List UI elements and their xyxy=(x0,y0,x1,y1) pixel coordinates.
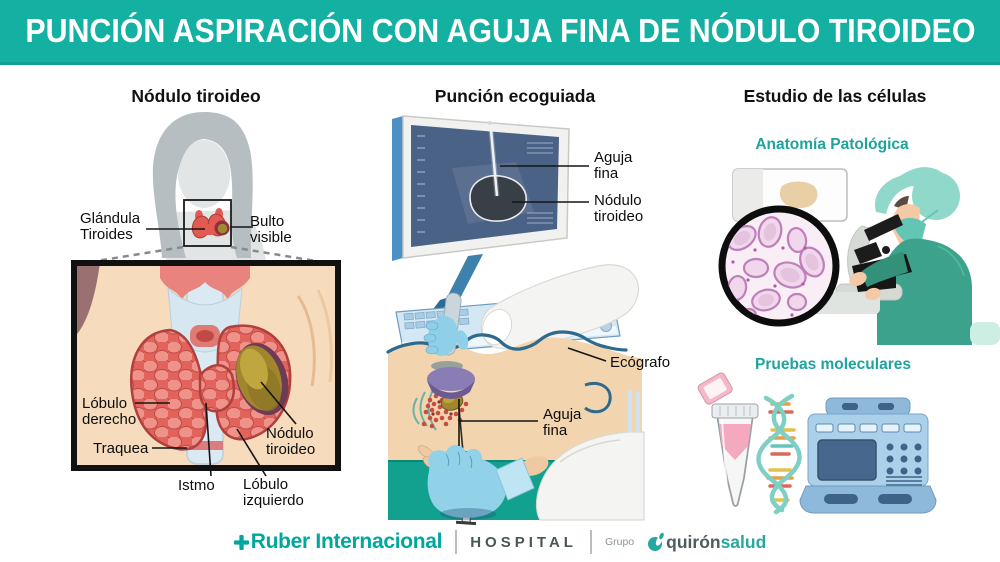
sample-tube xyxy=(711,403,759,507)
quiron-mark-icon xyxy=(648,532,664,551)
pink-sample xyxy=(719,424,751,460)
label-traquea: Traquea xyxy=(93,440,149,457)
machine-keypad xyxy=(886,443,922,475)
footer-logos: Ruber Internacional HOSPITAL Grupo quiró… xyxy=(0,524,1000,560)
screen-scale-ticks xyxy=(417,135,425,233)
left-leader-lines xyxy=(135,226,297,477)
person-hair xyxy=(152,112,253,258)
person-face xyxy=(178,140,230,208)
label-nodulo-tiroideo-box: Nódulo tiroideo xyxy=(266,425,316,458)
machine-buttons xyxy=(815,423,922,433)
ultrasound-monitor xyxy=(392,115,570,318)
histology-view xyxy=(718,205,840,327)
pcr-machine xyxy=(799,397,937,514)
needle-on-screen xyxy=(489,129,499,197)
hospital-text: HOSPITAL xyxy=(470,533,577,551)
syringe-hand xyxy=(417,407,535,526)
probe-hand xyxy=(423,292,475,399)
label-glandula-tiroides: Glándula Tiroides xyxy=(80,210,141,243)
ruber-internacional-text: Ruber Internacional xyxy=(250,530,443,553)
label-istmo: Istmo xyxy=(178,477,215,494)
microscope xyxy=(806,214,912,314)
label-lobulo-derecho: Lóbulo derecho xyxy=(82,395,137,428)
left-column-heading: Nódulo tiroideo xyxy=(131,86,261,106)
footer-divider-2 xyxy=(589,530,592,554)
quiron-text: quirón xyxy=(666,531,721,552)
label-aguja-fina-screen: Aguja fina xyxy=(594,149,633,182)
middle-leader-lines xyxy=(458,165,607,446)
eyepiece xyxy=(864,214,903,241)
title-banner: PUNCIÓN ASPIRACIÓN CON AGUJA FINA DE NÓD… xyxy=(0,0,1000,65)
label-aguja-fina-neck: Aguja fina xyxy=(543,406,582,439)
subheading-molecular: Pruebas moleculares xyxy=(755,356,911,373)
larynx xyxy=(160,263,250,300)
screen-text-lines xyxy=(527,142,553,224)
right-column-heading: Estudio de las células xyxy=(743,86,927,106)
poster-title: PUNCIÓN ASPIRACIÓN CON AGUJA FINA DE NÓD… xyxy=(24,12,976,49)
ruber-cross-icon xyxy=(233,534,249,550)
glove-on-syringe xyxy=(427,444,507,518)
microscope-slide xyxy=(732,168,848,222)
label-nodulo-tiroideo-screen: Nódulo tiroideo xyxy=(594,192,644,225)
dna-helix xyxy=(756,393,802,515)
footer-divider xyxy=(455,530,458,554)
thyroid-anatomy-illustration xyxy=(74,263,333,465)
neck-thyroid-mini xyxy=(191,208,230,239)
subheading-pathology: Anatomía Patológica xyxy=(755,136,909,153)
thyroid-nodule xyxy=(235,342,289,416)
label-ecografo: Ecógrafo xyxy=(610,354,671,371)
pathologist-arm xyxy=(861,252,908,287)
middle-column-heading: Punción ecoguiada xyxy=(434,86,596,106)
probe-head xyxy=(427,367,475,391)
neck-zoom-box xyxy=(183,199,232,247)
machine-screen xyxy=(817,439,877,481)
ruber-internacional-logo: Ruber Internacional xyxy=(233,530,443,554)
label-lobulo-izquierdo: Lóbulo izquierdo xyxy=(243,476,304,509)
thyroid-box-frame xyxy=(71,260,341,471)
sample-smear xyxy=(779,181,818,209)
molecular-tests-illustration xyxy=(697,372,937,515)
label-bulto-visible: Bulto visible xyxy=(250,213,292,246)
salud-text: salud xyxy=(720,531,767,552)
trachea-ring xyxy=(187,441,223,450)
histology-tissue xyxy=(726,216,825,320)
tube-lid xyxy=(697,372,733,405)
isthmus xyxy=(198,364,236,413)
grupo-label: Grupo xyxy=(604,536,635,548)
